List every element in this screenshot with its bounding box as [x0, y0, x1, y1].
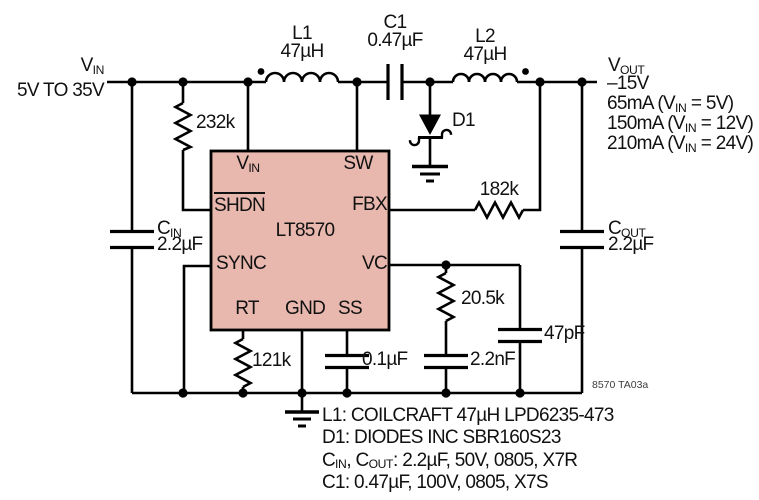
cout-label: COUT 2.2µF — [608, 218, 654, 255]
c-ss-value: 0.1µF — [362, 349, 408, 370]
l1-label: L1 47µH — [262, 23, 342, 62]
diode-schottky-hook-left — [408, 137, 421, 147]
note-line: CIN, COUT: 2.2µF, 50V, 0805, X7R — [322, 449, 578, 472]
capacitors — [110, 64, 604, 370]
figure-id: 8570 TA03a — [592, 379, 649, 391]
cin-label: CIN 2.2µF — [157, 218, 203, 255]
ic-pin-rt: RT — [235, 298, 259, 319]
capacitor-cout — [560, 229, 604, 250]
resistor-182k — [473, 199, 525, 221]
wire-fbx-net — [390, 82, 542, 212]
d1-label: D1 — [452, 110, 476, 131]
resistor-20k5 — [435, 271, 457, 323]
ic-part-number: LT8570 — [275, 220, 336, 241]
c1-label: C1 0.47µF — [355, 12, 435, 51]
resistor-121k — [232, 337, 254, 389]
cout-value: 2.2µF — [608, 234, 654, 255]
vout-rating-line: 210mA (VIN = 24V) — [607, 133, 754, 155]
junction-dots — [127, 77, 587, 398]
capacitor-2n2 — [424, 353, 468, 370]
c1-value: 0.47µF — [367, 30, 423, 51]
l1-ref: L1 — [292, 23, 312, 44]
inductor-phase-dots — [257, 68, 529, 75]
note-line: L1: COILCRAFT 47µH LPD6235-473 — [322, 405, 614, 426]
notes: L1: COILCRAFT 47µH LPD6235-473 D1: DIODE… — [322, 405, 614, 494]
ic-pin-gnd: GND — [285, 298, 326, 319]
cout-ref: COUT — [608, 218, 646, 240]
c-vc-value: 2.2nF — [470, 349, 516, 370]
vout-rail-label: VOUT — [608, 55, 645, 77]
r-shdn-value: 232k — [196, 112, 235, 133]
vout-voltage: –15V — [607, 73, 649, 94]
vin-rail-label: VIN — [80, 55, 105, 77]
diode-schottky-hook-right — [440, 128, 453, 138]
l1-phase-dot — [257, 68, 265, 75]
cin-value: 2.2µF — [157, 234, 203, 255]
ground-symbol-main — [285, 410, 319, 428]
capacitor-cin — [110, 229, 154, 250]
c-filt-value: 47pF — [544, 323, 585, 344]
l2-label: L2 47µH — [445, 26, 525, 65]
r-vc-value: 20.5k — [461, 288, 505, 309]
diode-triangle — [419, 114, 441, 135]
vout-rating-line: 150mA (VIN = 12V) — [607, 113, 754, 135]
capacitor-ss — [325, 353, 369, 370]
inductor-l2 — [451, 72, 519, 83]
vout-ratings: 65mA (VIN = 5V) 150mA (VIN = 12V) 210mA … — [607, 93, 754, 155]
l1-value: 47µH — [280, 41, 324, 62]
ic-pin-ss: SS — [338, 298, 363, 319]
diode-d1 — [408, 114, 453, 147]
note-line: D1: DIODES INC SBR160S23 — [322, 427, 561, 449]
ic-pin-sw: SW — [343, 153, 373, 174]
wire-sync-net — [182, 264, 211, 393]
ic-pin-vin: VIN — [236, 153, 260, 175]
resistor-232k — [172, 101, 194, 152]
r-rt-value: 121k — [252, 350, 291, 371]
vout-rating-line: 65mA (VIN = 5V) — [607, 93, 734, 115]
ic-pin-vc: VC — [362, 253, 388, 274]
ground-symbol-d1 — [412, 164, 448, 183]
note-line: C1: 0.47µF, 100V, 0805, X7S — [322, 471, 549, 493]
vin-range-label: 5V TO 35V — [16, 80, 105, 101]
capacitor-47pf — [498, 327, 542, 344]
ic-pin-shdn: SHDN — [214, 192, 266, 215]
l2-phase-dot — [522, 68, 529, 75]
ic-body — [209, 149, 391, 332]
inductor-l1 — [264, 71, 340, 83]
cin-ref: CIN — [157, 218, 182, 240]
ic-pin-sync: SYNC — [216, 253, 267, 274]
c1-ref: C1 — [383, 12, 408, 33]
l2-ref: L2 — [475, 26, 495, 47]
ic-pin-fbx: FBX — [352, 194, 388, 215]
r-fbx-value: 182k — [479, 179, 519, 200]
l2-value: 47µH — [463, 44, 507, 65]
wires — [107, 71, 597, 412]
capacitor-c1 — [386, 64, 404, 100]
